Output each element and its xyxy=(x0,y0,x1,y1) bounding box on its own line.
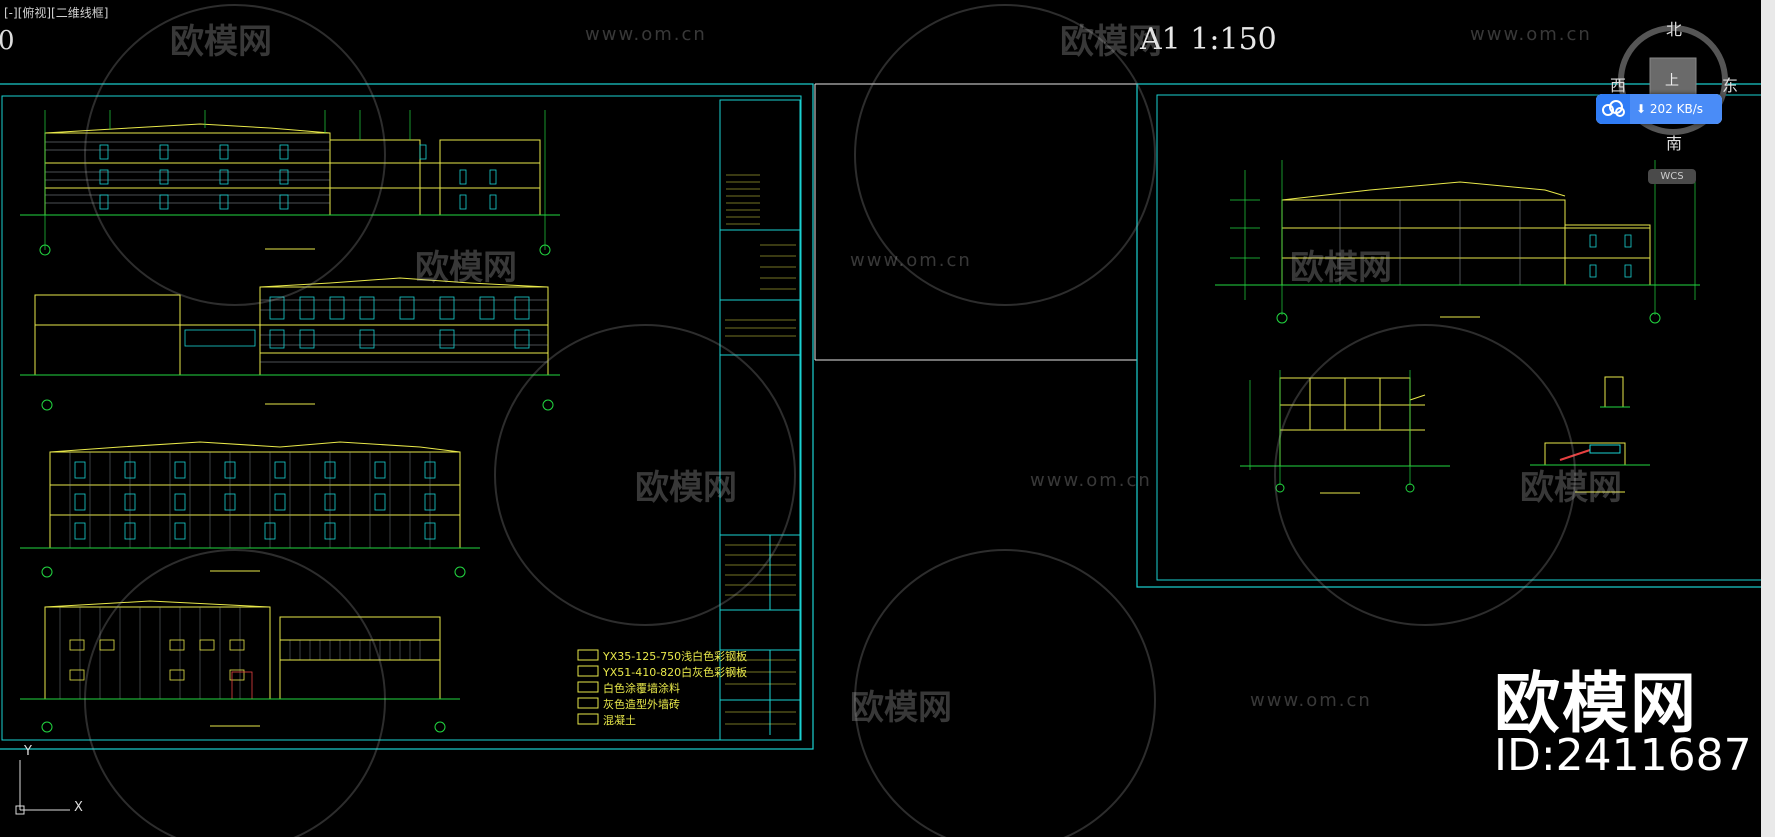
legend-item: 混凝土 xyxy=(603,714,636,727)
viewcube-north-label[interactable]: 北 xyxy=(1666,20,1683,39)
watermark-site: www.om.cn xyxy=(1470,24,1592,45)
watermark-site: www.om.cn xyxy=(1030,470,1152,491)
right-sheet xyxy=(1136,83,1775,588)
ucs-y-label: Y xyxy=(24,744,32,759)
viewcube-west-label[interactable]: 西 xyxy=(1610,76,1627,95)
watermark-circles xyxy=(84,4,1576,837)
viewcube-south-label[interactable]: 南 xyxy=(1666,134,1683,153)
sheet-scale-title: A1 1:150 xyxy=(1140,22,1277,57)
viewcube-top-face[interactable]: 上 xyxy=(1665,73,1679,89)
watermark-brand: 欧模网 xyxy=(170,22,272,62)
cloud-download-icon xyxy=(1596,94,1630,124)
viewcube-east-label[interactable]: 东 xyxy=(1722,76,1739,95)
watermark-id: ID:2411687 xyxy=(1494,730,1752,781)
legend-item: YX51-410-820白灰色彩钢板 xyxy=(603,666,748,679)
watermark-site: www.om.cn xyxy=(585,24,707,45)
vertical-scrollbar[interactable] xyxy=(1761,0,1775,837)
watermark-brand-large: 欧模网 xyxy=(1494,665,1698,742)
elevation-drawing-2 xyxy=(20,277,560,411)
elevation-drawing-4 xyxy=(20,600,460,733)
watermark-brand: 欧模网 xyxy=(1520,468,1622,508)
watermark-brand: 欧模网 xyxy=(850,688,952,728)
section-drawing-2 xyxy=(1240,370,1450,494)
ucs-axis-icon xyxy=(15,760,70,815)
viewport-label[interactable]: [-][俯视][二维线框] xyxy=(4,6,109,20)
legend-item: 灰色造型外墙砖 xyxy=(603,698,680,711)
left-sheet xyxy=(0,83,814,750)
wcs-menu[interactable]: WCS xyxy=(1648,169,1696,184)
ucs-x-label: X xyxy=(74,800,83,815)
material-legend-swatches xyxy=(577,649,599,725)
watermark-site: www.om.cn xyxy=(850,250,972,271)
watermark-brand: 欧模网 xyxy=(415,248,517,288)
detail-drawings xyxy=(1530,376,1650,493)
elevation-drawing-3 xyxy=(20,441,480,578)
left-partial-text: 0 xyxy=(0,26,15,56)
watermark-brand: 欧模网 xyxy=(1060,22,1162,62)
watermark-brand: 欧模网 xyxy=(635,468,737,508)
legend-item: YX35-125-750浅白色彩钢板 xyxy=(603,650,748,663)
download-speed-text: ⬇ 202 KB/s xyxy=(1630,94,1722,124)
download-speed-badge[interactable]: ⬇ 202 KB/s xyxy=(1596,94,1722,124)
legend-item: 白色涂覆墙涂料 xyxy=(603,682,680,695)
middle-sheet xyxy=(814,83,1138,361)
elevation-drawing-1 xyxy=(20,110,560,256)
watermark-brand: 欧模网 xyxy=(1290,248,1392,288)
section-drawing-1 xyxy=(1215,160,1700,324)
watermark-site: www.om.cn xyxy=(1250,690,1372,711)
